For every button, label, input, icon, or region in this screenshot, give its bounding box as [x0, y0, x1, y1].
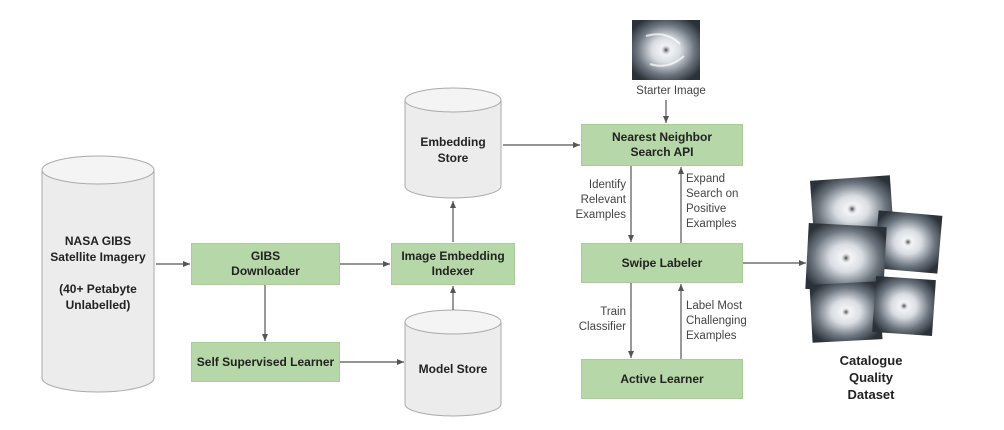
active-learner-box: Active Learner: [581, 359, 743, 399]
gibs-downloader-box: GIBS Downloader: [191, 243, 340, 285]
label-most-challenging-label: Label Most Challenging Examples: [686, 300, 747, 342]
arrows: [156, 100, 806, 365]
catalogue-dataset-label: Catalogue Quality Dataset: [839, 353, 903, 402]
nasa-gibs-label: NASA GIBS Satellite Imagery (40+ Petabyt…: [50, 234, 146, 312]
self-supervised-learner-box: Self Supervised Learner: [191, 342, 340, 382]
embedding-store-label: Embedding Store: [420, 135, 486, 165]
expand-search-label: Expand Search on Positive Examples: [686, 173, 739, 230]
train-classifier-label: Train Classifier: [578, 306, 626, 333]
starter-image-hurricane: [632, 20, 700, 80]
model-store-cylinder: [404, 309, 502, 417]
dataset-collage: [805, 175, 943, 343]
nearest-neighbor-search-box: Nearest Neighbor Search API: [581, 124, 743, 166]
image-embedding-indexer-box: Image Embedding Indexer: [391, 243, 515, 285]
nasa-gibs-cylinder: [41, 155, 155, 393]
identify-relevant-label: Identify Relevant Examples: [575, 179, 627, 221]
embedding-store-cylinder: [404, 87, 502, 199]
starter-image-label: Starter Image: [636, 85, 706, 97]
model-store-label: Model Store: [418, 362, 488, 376]
swipe-labeler-box: Swipe Labeler: [581, 243, 743, 283]
